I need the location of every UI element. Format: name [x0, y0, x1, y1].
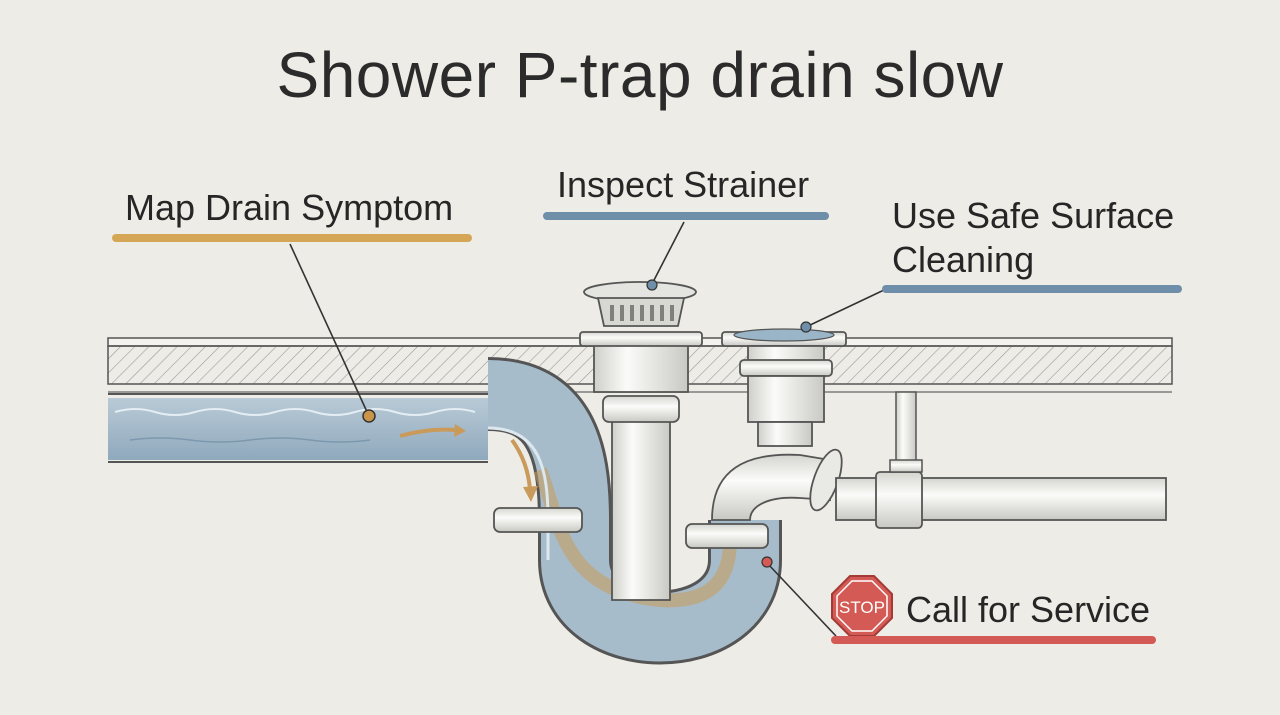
safe-cleaning-line-2: Cleaning [892, 239, 1035, 280]
call-service-underline [831, 636, 1156, 644]
slip-nuts [493, 507, 769, 549]
outlet-pipe [835, 391, 1167, 529]
flow-arrow-icon [399, 424, 538, 502]
leader-lines [289, 221, 885, 637]
page-title: Shower P-trap drain slow [276, 39, 1004, 111]
inspect-strainer-underline [543, 212, 829, 220]
label-safe-surface-cleaning: Use Safe Surface Cleaning [892, 194, 1174, 282]
strainer-icon [583, 281, 697, 327]
right-drain [711, 328, 847, 521]
map-symptom-underline [112, 234, 472, 242]
inlet-pipe [108, 393, 488, 463]
safe-cleaning-underline [882, 285, 1182, 293]
stop-sign-icon: STOP [831, 575, 893, 637]
label-map-drain-symptom: Map Drain Symptom [125, 187, 454, 228]
center-standpipe [579, 331, 703, 601]
safe-cleaning-line-1: Use Safe Surface [892, 195, 1175, 236]
leader-dots [362, 279, 812, 568]
stop-sign-text: STOP [839, 598, 885, 617]
label-call-for-service: Call for Service [906, 589, 1151, 630]
label-inspect-strainer: Inspect Strainer [557, 164, 810, 205]
